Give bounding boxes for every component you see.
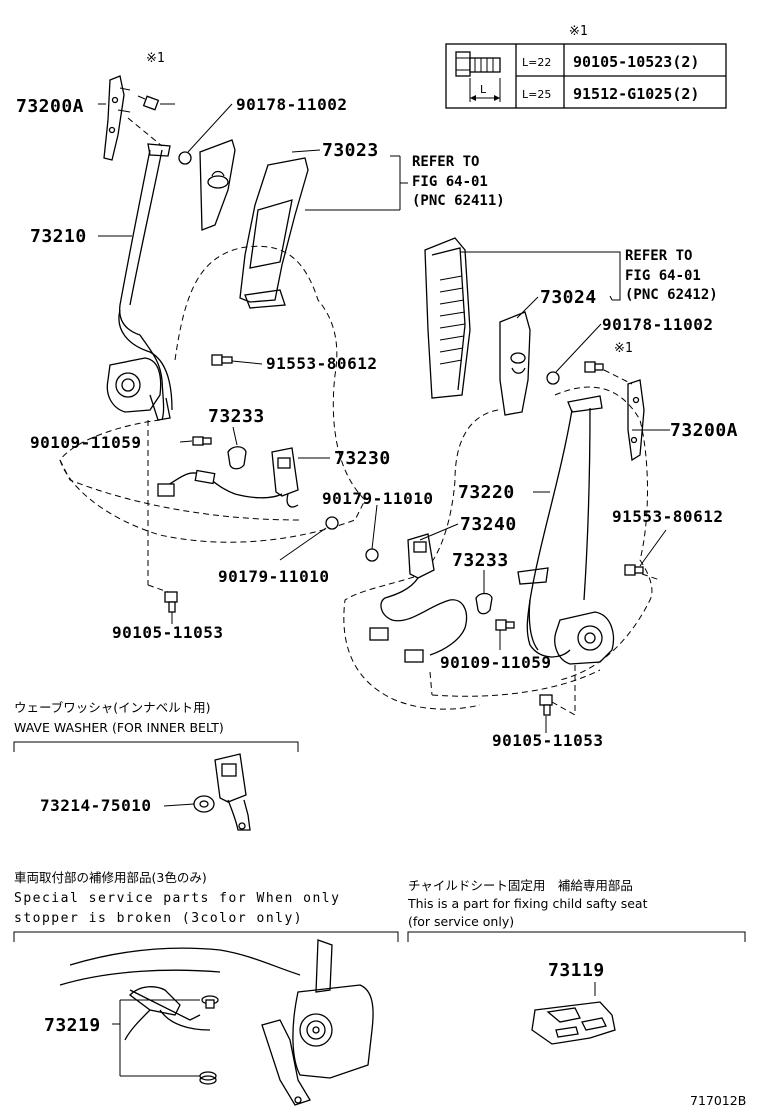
- label-73200a-left: 73200A: [16, 96, 84, 117]
- left-seat-assembly: [59, 75, 408, 624]
- label-bolt-retractor-right: 90109-11059: [440, 653, 551, 672]
- buckle-right: [369, 533, 468, 663]
- fastener-table: ※1 L L=22 90105-10523(2) L=25 91512-G102…: [445, 24, 727, 109]
- child-seat-line-2: (for service only): [408, 914, 514, 929]
- bolt-mid-right: [624, 564, 644, 576]
- label-buckle-right: 73240: [460, 514, 517, 535]
- label-nut-left: 90178-11002: [236, 95, 347, 114]
- bolt-icon: L: [455, 51, 501, 102]
- table-row-1-part: 90105-10523(2): [573, 53, 699, 71]
- belt-anchor-left: [103, 75, 131, 161]
- pillar-garnish-right: [424, 237, 471, 399]
- label-child-seat: 73119: [548, 960, 605, 981]
- label-cover-small-right: 73233: [452, 550, 509, 571]
- stopper-line-2: stopper is broken (3color only): [14, 911, 303, 926]
- refer-left-2: FIG 64-01: [412, 174, 488, 190]
- label-bolt-mid-right: 91553-80612: [612, 507, 723, 526]
- label-belt-left: 73210: [30, 226, 87, 247]
- refer-right-3: (PNC 62412): [625, 287, 718, 303]
- child-seat-title-jp: チャイルドシート固定用 補給専用部品: [408, 878, 633, 893]
- anchor-bolt-right: [584, 361, 604, 373]
- bolt-floor-right: [539, 694, 553, 716]
- wave-washer-title-jp: ウェーブワッシャ(インナベルト用): [14, 700, 211, 715]
- label-buckle-left: 73230: [334, 448, 391, 469]
- nut-right: [546, 371, 560, 385]
- pillar-cover-left: [199, 139, 309, 309]
- figure-id: 717012B: [690, 1093, 746, 1108]
- nut-buckle-right: [365, 548, 379, 562]
- refer-left-3: (PNC 62411): [412, 193, 505, 209]
- bolt-retractor-left: [192, 436, 212, 446]
- label-nut-buckle-right: 90179-11010: [322, 489, 433, 508]
- table-row-2-part: 91512-G1025(2): [573, 85, 699, 103]
- refer-right-1: REFER TO: [625, 248, 692, 264]
- nut-buckle-left: [325, 516, 339, 530]
- label-cover-small-left: 73233: [208, 406, 265, 427]
- inner-belt-buckle: [214, 753, 251, 831]
- label-cover-left: 73023: [322, 140, 379, 161]
- pillar-cover-right: [499, 311, 531, 416]
- label-bolt-mid-left: 91553-80612: [266, 354, 377, 373]
- refer-left-1: REFER TO: [412, 154, 479, 170]
- cover-small-left: [227, 446, 247, 470]
- wave-washer: [193, 795, 215, 813]
- bolt-floor-left: [164, 591, 178, 613]
- label-bolt-floor-right: 90105-11053: [492, 731, 603, 750]
- wave-washer-section: ウェーブワッシャ(インナベルト用) WAVE WASHER (FOR INNER…: [13, 700, 299, 831]
- anchor-bolt-left: [137, 95, 160, 111]
- table-row-1-length: L=22: [522, 56, 551, 69]
- table-row-2-length: L=25: [522, 88, 551, 101]
- stopper-belt-drawing: [59, 939, 374, 1106]
- label-wave-washer: 73214-75010: [40, 796, 151, 815]
- table-note-mark: ※1: [569, 24, 588, 39]
- label-nut-right: 90178-11002: [602, 315, 713, 334]
- belt-right: [517, 395, 615, 665]
- cover-small-right: [475, 592, 493, 615]
- label-stopper: 73219: [44, 1015, 101, 1036]
- bolt-mid-left: [211, 354, 233, 366]
- label-bolt-floor-left: 90105-11053: [112, 623, 223, 642]
- label-73200a-right: 73200A: [670, 420, 738, 441]
- child-seat-section: チャイルドシート固定用 補給専用部品 This is a part for fi…: [407, 878, 746, 1045]
- stopper-title-jp: 車両取付部の補修用部品(3色のみ): [14, 870, 207, 885]
- belt-left: [106, 143, 173, 421]
- buckle-left: [157, 447, 299, 508]
- label-cover-right: 73024: [540, 287, 597, 308]
- stopper-button-bottom: [199, 1071, 217, 1085]
- label-nut-buckle-left: 90179-11010: [218, 567, 329, 586]
- right-seat-assembly: [343, 237, 670, 733]
- child-seat-line-1: This is a part for fixing child safty se…: [407, 896, 648, 911]
- stopper-line-1: Special service parts for When only: [14, 891, 340, 906]
- label-note-left: ※1: [146, 51, 165, 66]
- bolt-retractor-right: [495, 619, 515, 631]
- wave-washer-title-en: WAVE WASHER (FOR INNER BELT): [14, 720, 224, 735]
- label-note-right: ※1: [614, 341, 633, 356]
- child-seat-bracket: [531, 1001, 616, 1045]
- label-bolt-retractor-left: 90109-11059: [30, 433, 141, 452]
- label-belt-right: 73220: [458, 482, 515, 503]
- dim-label: L: [480, 83, 487, 96]
- nut-left: [178, 151, 192, 165]
- refer-right-2: FIG 64-01: [625, 268, 701, 284]
- stopper-button-top: [201, 995, 219, 1009]
- belt-anchor-right: [627, 379, 645, 462]
- stopper-section: 車両取付部の補修用部品(3色のみ) Special service parts …: [13, 870, 399, 1106]
